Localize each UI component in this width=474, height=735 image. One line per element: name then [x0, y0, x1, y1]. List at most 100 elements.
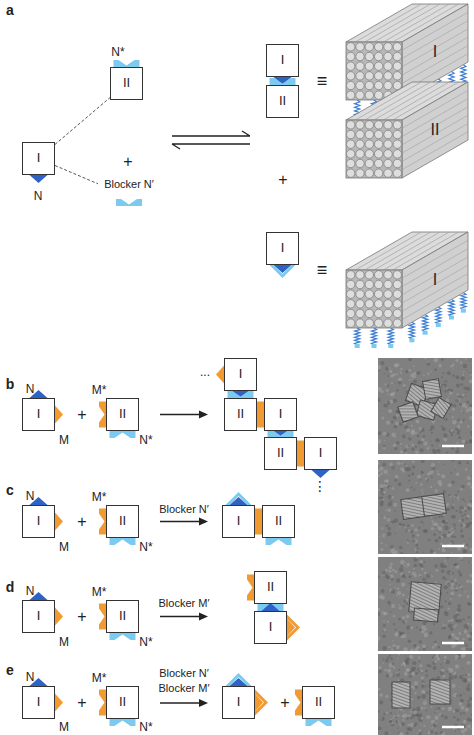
stain-grain	[397, 658, 399, 660]
stain-grain	[458, 654, 461, 656]
stain-grain	[413, 665, 415, 667]
helix-end	[356, 62, 364, 70]
stain-grain	[383, 432, 387, 436]
stain-grain	[403, 711, 405, 713]
stain-grain	[455, 428, 458, 431]
stain-grain	[450, 472, 452, 474]
stain-grain	[449, 673, 452, 676]
stain-grain	[463, 420, 464, 421]
stain-grain	[407, 539, 408, 540]
origami-block: II	[262, 505, 295, 538]
stain-grain	[440, 714, 443, 717]
stain-grain	[450, 591, 454, 595]
stain-grain	[382, 571, 386, 575]
bound-blocker	[255, 690, 268, 716]
stain-grain	[400, 560, 404, 564]
stain-grain	[422, 731, 423, 732]
stain-grain	[411, 425, 413, 427]
origami-block: I	[22, 142, 55, 175]
stain-grain	[423, 374, 425, 376]
helix-end	[356, 271, 364, 279]
stain-grain	[451, 516, 453, 518]
binding-site	[266, 538, 292, 545]
stain-grain	[378, 431, 381, 435]
stain-grain	[468, 684, 470, 686]
helix-end	[374, 72, 382, 80]
stain-grain	[470, 574, 472, 577]
stain-grain	[433, 466, 434, 467]
stain-grain	[422, 644, 426, 648]
stain-grain	[457, 431, 460, 434]
stain-grain	[435, 732, 438, 735]
panel-letter: d	[6, 580, 15, 594]
stain-grain	[448, 620, 450, 622]
stain-grain	[417, 668, 419, 670]
stain-grain	[440, 671, 442, 673]
ssdna-spring	[436, 307, 441, 324]
arrow-shaft	[160, 414, 200, 415]
stain-grain	[437, 707, 440, 710]
stain-grain	[444, 560, 446, 562]
helix-end	[365, 72, 373, 80]
helix-end	[346, 121, 354, 129]
stain-grain	[433, 623, 435, 625]
stain-grain	[378, 497, 380, 499]
stain-grain	[394, 533, 395, 534]
helix-end	[365, 159, 373, 167]
binding-notch	[110, 431, 136, 438]
helix-end	[356, 319, 364, 327]
arrow-head	[199, 518, 208, 526]
stain-grain	[433, 533, 436, 536]
stain-grain	[434, 643, 438, 647]
stain-grain	[462, 374, 464, 376]
stain-grain	[443, 623, 447, 627]
stain-grain	[437, 493, 438, 494]
stain-grain	[399, 645, 400, 646]
stain-grain	[398, 381, 402, 385]
stain-grain	[421, 685, 424, 688]
stain-grain	[435, 492, 436, 493]
stain-grain	[404, 557, 406, 558]
helix-line	[402, 115, 468, 153]
stain-grain	[469, 416, 472, 420]
block-label: II	[277, 446, 284, 460]
origami-block: I	[266, 232, 299, 265]
stain-grain	[413, 489, 415, 491]
stain-grain	[407, 542, 409, 544]
binding-tab	[256, 406, 264, 424]
stain-grain	[418, 574, 421, 577]
stain-grain	[389, 482, 390, 483]
stain-grain	[393, 666, 395, 668]
origami-block: I	[222, 505, 255, 538]
stain-grain	[380, 488, 384, 492]
binding-site	[256, 406, 264, 424]
ellipsis: ...	[200, 366, 210, 378]
stain-grain	[461, 407, 462, 408]
binding-site	[30, 175, 48, 183]
helix-end	[356, 140, 364, 148]
stain-grain	[405, 620, 407, 622]
stain-grain	[389, 566, 393, 570]
stain-grain	[422, 690, 425, 693]
blocker-strand-end	[409, 338, 414, 342]
stain-grain	[471, 624, 472, 627]
stain-grain	[383, 609, 384, 610]
origami-particle	[431, 398, 451, 419]
stain-grain	[378, 365, 381, 369]
stain-grain	[378, 612, 381, 615]
arrow-shaft	[160, 616, 200, 617]
stain-grain	[394, 426, 397, 429]
helix-end	[384, 52, 392, 60]
stain-grain	[457, 608, 461, 612]
binding-site	[312, 470, 330, 478]
stain-grain	[411, 429, 415, 433]
origami-particle	[423, 379, 442, 400]
ssdna-spring	[409, 322, 414, 339]
stain-grain	[408, 583, 410, 585]
stain-grain	[405, 370, 408, 373]
stain-grain	[470, 485, 472, 488]
stain-grain	[384, 731, 388, 735]
stain-grain	[416, 707, 421, 712]
stain-grain	[467, 678, 471, 682]
stain-grain	[444, 612, 448, 616]
